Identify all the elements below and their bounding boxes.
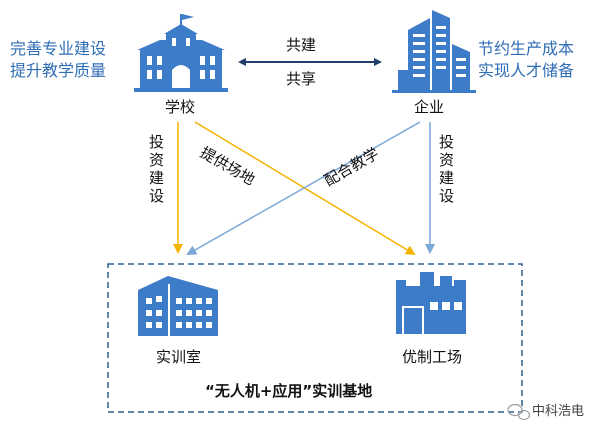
enterprise-goal-line2: 实现人才储备 bbox=[478, 61, 575, 80]
school-invest-label: 投资建设 bbox=[147, 134, 165, 206]
relation-top-label: 共建 bbox=[286, 36, 317, 54]
enterprise-label: 企业 bbox=[414, 98, 445, 116]
lab-icon bbox=[138, 276, 218, 336]
school-icon bbox=[134, 14, 228, 92]
wechat-icon bbox=[507, 403, 531, 421]
lab-label: 实训室 bbox=[156, 348, 202, 366]
relation-bottom-label: 共享 bbox=[286, 70, 317, 88]
enterprise-invest-label: 投资建设 bbox=[437, 134, 455, 206]
school-goal-line1: 完善专业建设 bbox=[10, 39, 107, 58]
enterprise-to-lab-arrow bbox=[186, 121, 421, 255]
enterprise-goal-line1: 节约生产成本 bbox=[478, 39, 575, 58]
factory-label: 优制工场 bbox=[402, 348, 463, 366]
school-label: 学校 bbox=[165, 98, 196, 116]
enterprise-icon bbox=[392, 10, 476, 93]
base-frame bbox=[107, 263, 523, 413]
factory-icon bbox=[396, 272, 466, 334]
watermark-text: 中科浩电 bbox=[532, 404, 585, 419]
school-goal-line2: 提升教学质量 bbox=[10, 61, 107, 80]
base-title: “无人机+应用”实训基地 bbox=[205, 382, 373, 400]
